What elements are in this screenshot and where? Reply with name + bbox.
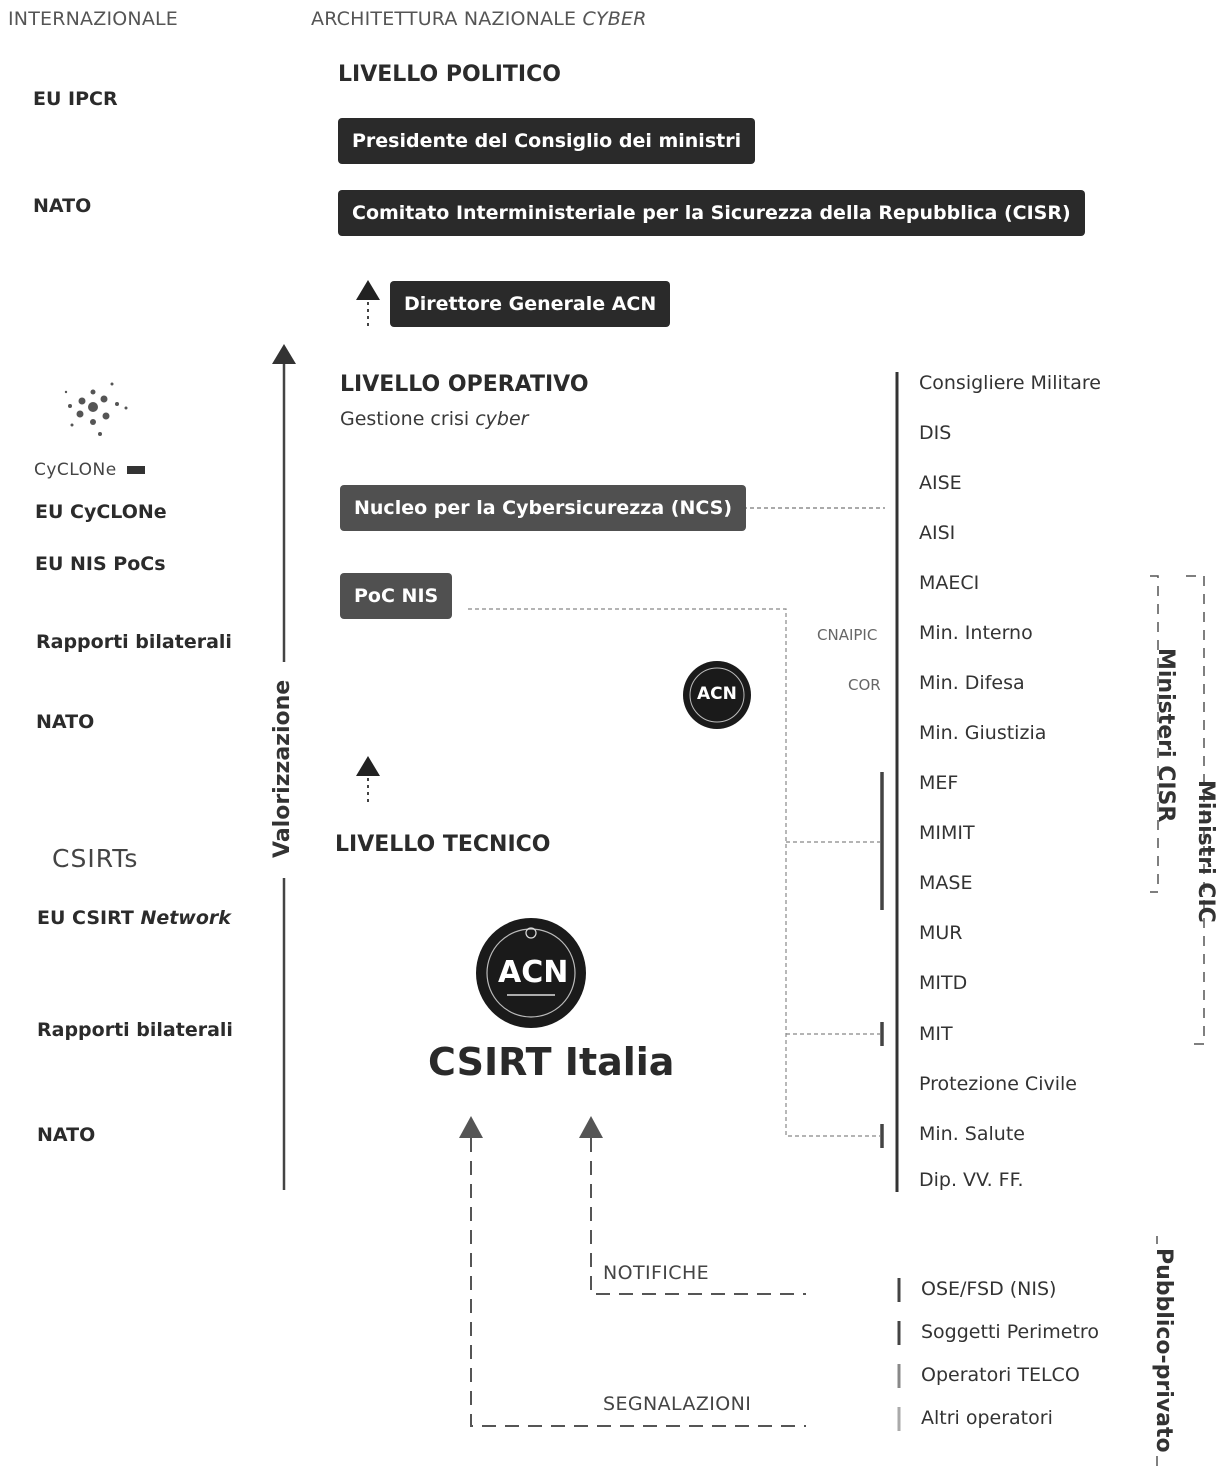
csirt-italia-title: CSIRT Italia bbox=[428, 1040, 675, 1084]
private-3: Altri operatori bbox=[921, 1407, 1053, 1429]
valorizzazione-arrowhead bbox=[272, 344, 296, 364]
entity-2: AISE bbox=[919, 472, 962, 494]
entity-13: MIT bbox=[919, 1023, 953, 1045]
ministri-cic-label: Ministri CIC bbox=[1193, 780, 1218, 923]
notifiche-arrowhead bbox=[579, 1116, 603, 1138]
entity-12: MITD bbox=[919, 972, 968, 994]
ministeri-cisr-label: Ministeri CISR bbox=[1153, 648, 1178, 823]
header-international: INTERNAZIONALE bbox=[8, 8, 179, 30]
acn-large-seal bbox=[476, 918, 586, 1028]
entity-10: MASE bbox=[919, 872, 973, 894]
entity-1: DIS bbox=[919, 422, 952, 444]
csirts-logo-text: CSIRTs bbox=[52, 844, 139, 873]
political-level-title: LIVELLO POLITICO bbox=[338, 62, 561, 87]
nato-label-1: NATO bbox=[33, 195, 92, 217]
cyclone-logo-dots bbox=[64, 382, 128, 436]
entity-4: MAECI bbox=[919, 572, 980, 594]
entity-14: Protezione Civile bbox=[919, 1073, 1077, 1095]
eu-csirt-network-label: EU CSIRT Network bbox=[37, 907, 231, 929]
acn-small-seal-text: ACN bbox=[697, 684, 737, 704]
entity-15: Min. Salute bbox=[919, 1123, 1025, 1145]
tecnico-arrowhead bbox=[356, 756, 380, 776]
cnaipic-tag: CNAIPIC bbox=[817, 626, 878, 644]
entity-7: Min. Giustizia bbox=[919, 722, 1047, 744]
cisr-box: Comitato Interministeriale per la Sicure… bbox=[338, 190, 1085, 236]
poc-nis-box: PoC NIS bbox=[340, 573, 453, 619]
entity-0: Consigliere Militare bbox=[919, 372, 1101, 394]
acn-small-seal bbox=[683, 661, 751, 729]
operational-level-title: LIVELLO OPERATIVO bbox=[340, 372, 589, 397]
header-national: ARCHITETTURA NAZIONALE CYBER bbox=[311, 8, 647, 30]
bilateral-label-1: Rapporti bilaterali bbox=[36, 631, 232, 653]
eu-nis-pocs-label: EU NIS PoCs bbox=[35, 553, 166, 575]
private-2: Operatori TELCO bbox=[921, 1364, 1080, 1386]
entity-6: Min. Difesa bbox=[919, 672, 1025, 694]
segnalazioni-label: SEGNALAZIONI bbox=[603, 1393, 752, 1415]
cor-tag: COR bbox=[848, 676, 881, 694]
entity-5: Min. Interno bbox=[919, 622, 1033, 644]
valorizzazione-label: Valorizzazione bbox=[270, 679, 295, 858]
entity-8: MEF bbox=[919, 772, 959, 794]
eu-ipcr-label: EU IPCR bbox=[33, 88, 118, 110]
operational-subtitle: Gestione crisi cyber bbox=[340, 408, 529, 430]
entity-9: MIMIT bbox=[919, 822, 975, 844]
director-box: Direttore Generale ACN bbox=[390, 281, 671, 327]
notifiche-label: NOTIFICHE bbox=[603, 1262, 710, 1284]
nato-label-2: NATO bbox=[36, 711, 95, 733]
eu-cyclone-label: EU CyCLONe bbox=[35, 501, 167, 523]
private-0: OSE/FSD (NIS) bbox=[921, 1278, 1057, 1300]
president-box: Presidente del Consiglio dei ministri bbox=[338, 118, 756, 164]
entity-3: AISI bbox=[919, 522, 956, 544]
entity-11: MUR bbox=[919, 922, 963, 944]
private-1: Soggetti Perimetro bbox=[921, 1321, 1099, 1343]
technical-level-title: LIVELLO TECNICO bbox=[335, 832, 551, 857]
nato-label-3: NATO bbox=[37, 1124, 96, 1146]
cisr-bracket bbox=[1150, 575, 1159, 893]
acn-large-seal-text: ACN bbox=[498, 955, 569, 990]
segnalazioni-arrowhead bbox=[459, 1116, 483, 1138]
cyclone-logo-text: CyCLONe bbox=[34, 460, 145, 480]
pubblico-privato-label: Pubblico-privato bbox=[1151, 1248, 1176, 1453]
director-arrowhead bbox=[356, 280, 380, 300]
poc-connector bbox=[468, 608, 880, 1137]
bilateral-label-2: Rapporti bilaterali bbox=[37, 1019, 233, 1041]
segnalazioni-path bbox=[470, 1138, 806, 1427]
cic-bracket bbox=[1186, 575, 1205, 1045]
notifiche-path bbox=[590, 1138, 806, 1295]
ncs-box: Nucleo per la Cybersicurezza (NCS) bbox=[340, 485, 747, 531]
entity-16: Dip. VV. FF. bbox=[919, 1169, 1024, 1191]
